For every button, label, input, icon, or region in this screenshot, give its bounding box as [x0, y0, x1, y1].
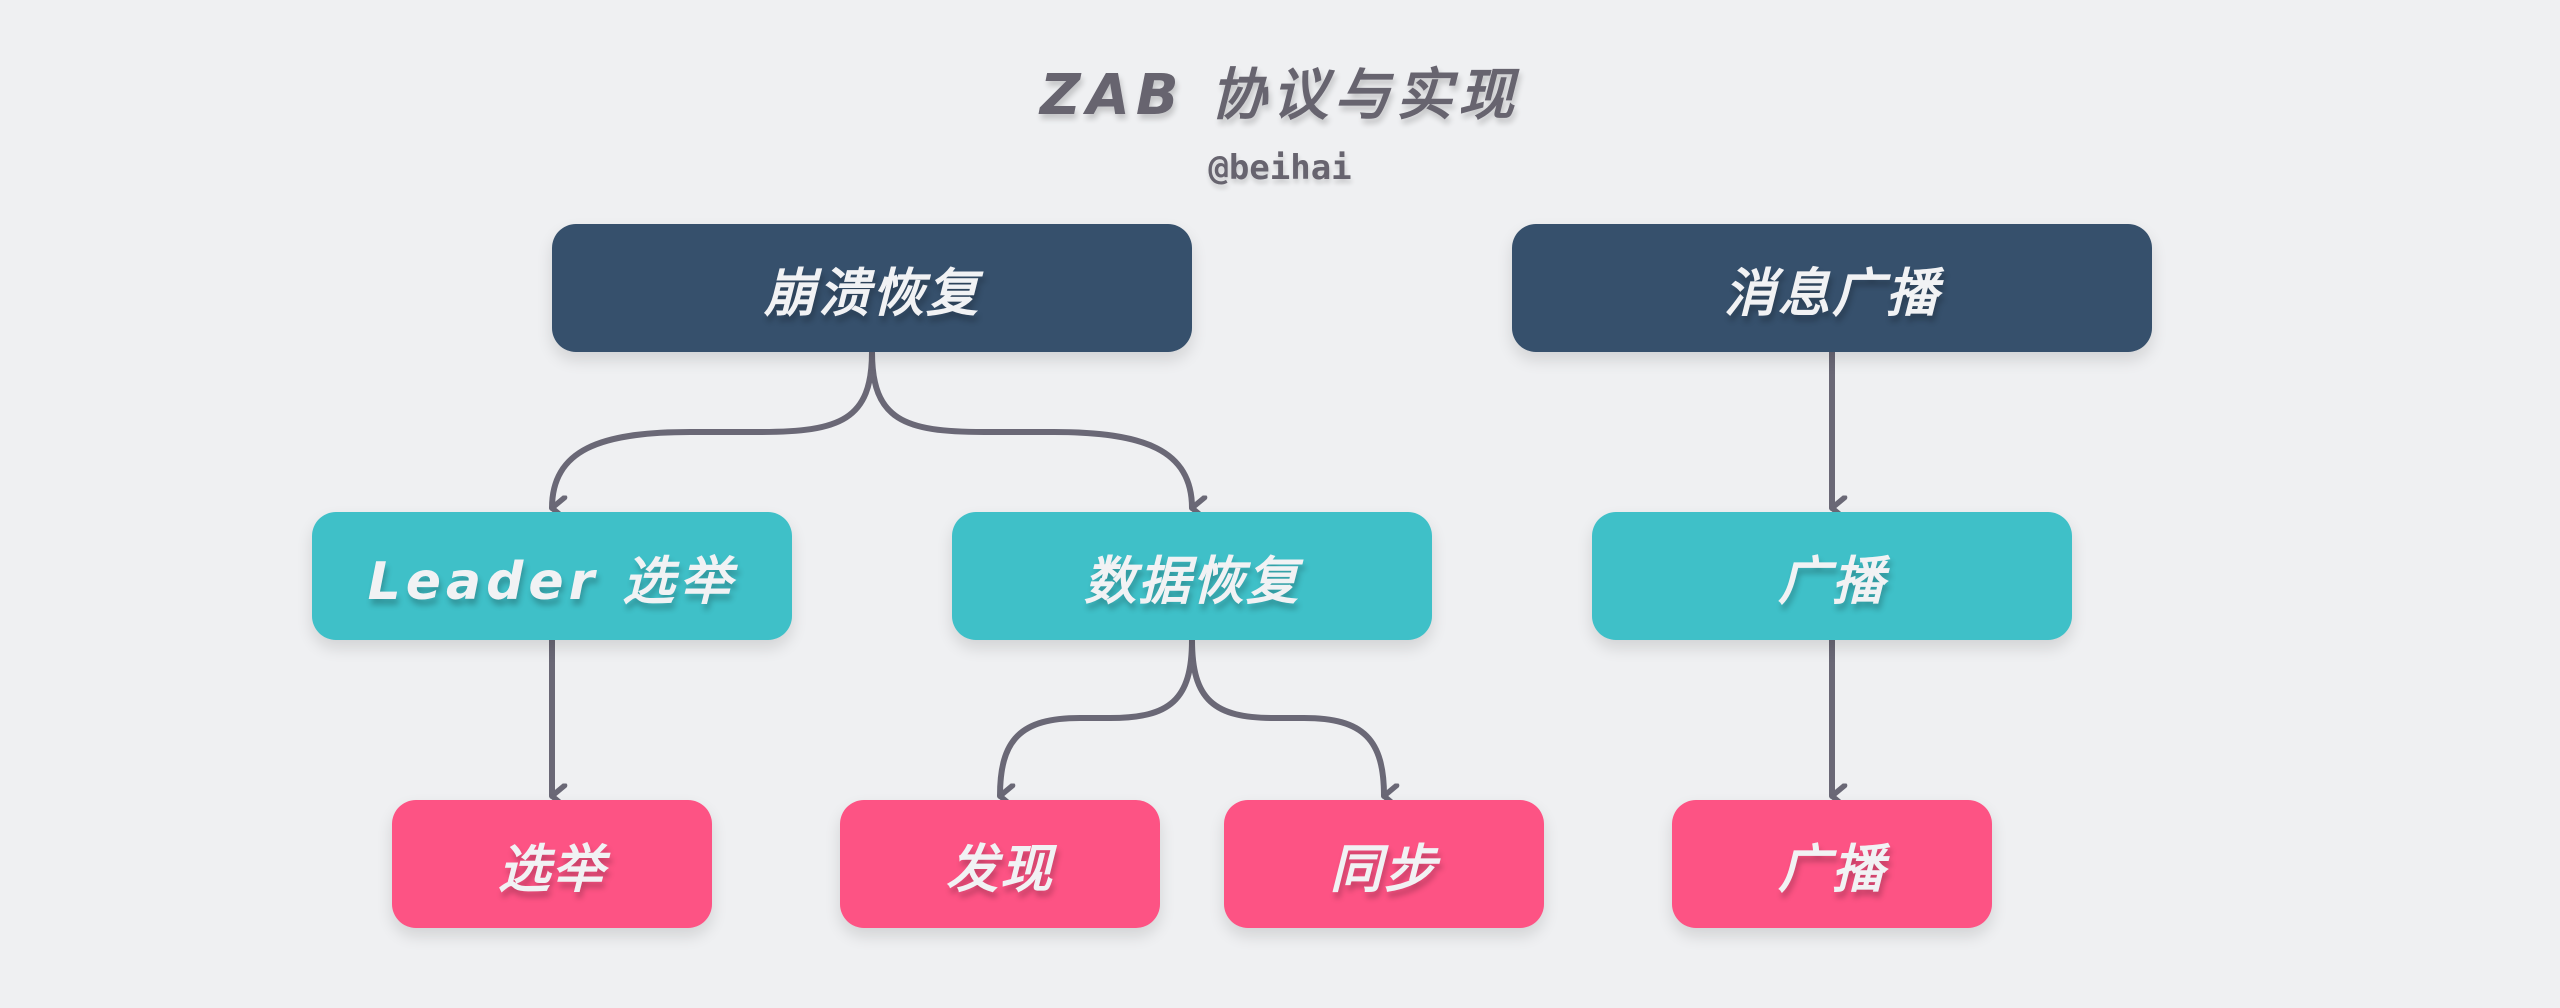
connector-data-to-sync: [1189, 637, 1384, 796]
node-label: 广播: [1777, 551, 1886, 612]
node-crash-recovery[interactable]: 崩溃恢复: [552, 224, 1192, 352]
node-label: 数据恢复: [1083, 551, 1300, 612]
node-label: 同步: [1329, 839, 1438, 900]
diagram-title: ZAB 协议与实现: [1039, 63, 1521, 128]
connector-crash-to-leader: [549, 349, 875, 508]
author-handle: @beihai: [1208, 148, 1352, 188]
node-leader-election[interactable]: Leader 选举: [312, 512, 792, 640]
node-broadcast-mid[interactable]: 广播: [1592, 512, 2072, 640]
node-data-recovery[interactable]: 数据恢复: [952, 512, 1432, 640]
node-label: 选举: [497, 839, 606, 900]
node-broadcast-leaf[interactable]: 广播: [1672, 800, 1992, 928]
node-election[interactable]: 选举: [392, 800, 712, 928]
node-label: 广播: [1777, 839, 1886, 900]
node-label: 发现: [945, 839, 1054, 900]
node-label: Leader 选举: [367, 551, 737, 612]
node-discovery[interactable]: 发现: [840, 800, 1160, 928]
node-sync[interactable]: 同步: [1224, 800, 1544, 928]
node-label: 消息广播: [1723, 263, 1940, 324]
node-label: 崩溃恢复: [763, 263, 980, 324]
connector-data-to-discovery: [997, 637, 1195, 796]
connector-crash-to-data: [869, 349, 1192, 508]
node-message-broadcast[interactable]: 消息广播: [1512, 224, 2152, 352]
